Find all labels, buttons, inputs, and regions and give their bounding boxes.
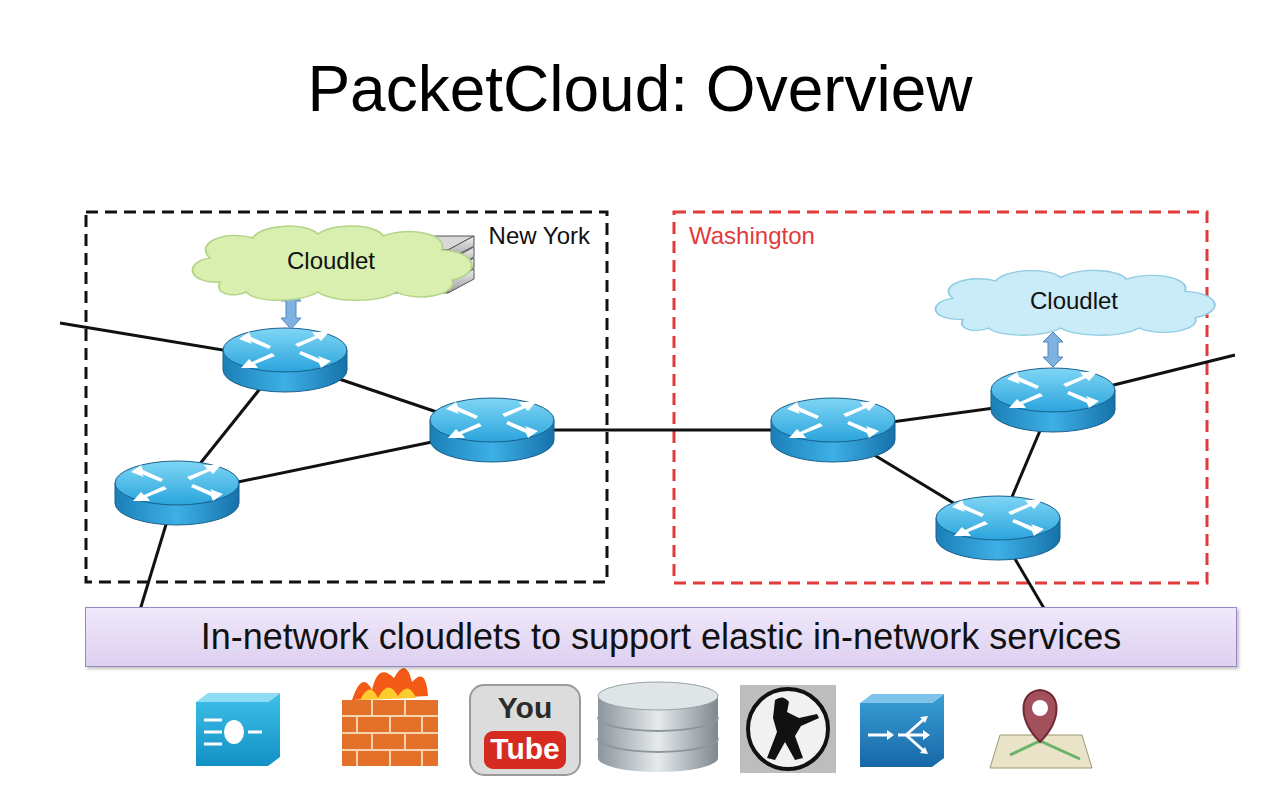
region-box: WashingtonCloudlet bbox=[674, 212, 1207, 583]
cloudlet-cloud: Cloudlet bbox=[181, 222, 481, 300]
cloudlet-label: Cloudlet bbox=[1030, 287, 1118, 315]
caption-band: In-network cloudlets to support elastic … bbox=[85, 607, 1237, 667]
slide-title: PacketCloud: Overview bbox=[0, 52, 1280, 126]
cloudlet-label: Cloudlet bbox=[287, 247, 375, 275]
region-label: Washington bbox=[686, 222, 818, 250]
icon-text: Tube bbox=[484, 731, 566, 767]
cloudlet-cloud: Cloudlet bbox=[924, 267, 1224, 335]
icon-text: You bbox=[470, 690, 580, 726]
region-label: New York bbox=[486, 222, 593, 250]
band-text: In-network cloudlets to support elastic … bbox=[201, 616, 1121, 658]
region-box: New YorkCloudlet bbox=[86, 212, 607, 582]
